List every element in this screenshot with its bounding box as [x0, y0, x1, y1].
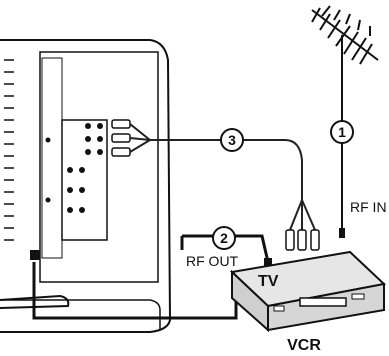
- step-marker-1: 1: [331, 121, 353, 143]
- svg-text:1: 1: [338, 124, 346, 140]
- tv-rear-panel: [0, 40, 170, 332]
- step-marker-2: 2: [213, 227, 235, 249]
- tv-label: TV: [258, 273, 279, 290]
- rf-in-label: RF IN: [350, 199, 387, 215]
- svg-text:3: 3: [228, 132, 236, 148]
- rca-plug-icon: [112, 120, 130, 156]
- vcr-label: VCR: [287, 337, 321, 354]
- vcr-icon: [232, 252, 384, 330]
- svg-text:2: 2: [220, 230, 228, 246]
- rf-in-connector: [339, 228, 345, 238]
- vcr-rca-plugs: [286, 230, 319, 250]
- rf-out-label: RF OUT: [186, 253, 239, 269]
- step-marker-3: 3: [221, 129, 243, 151]
